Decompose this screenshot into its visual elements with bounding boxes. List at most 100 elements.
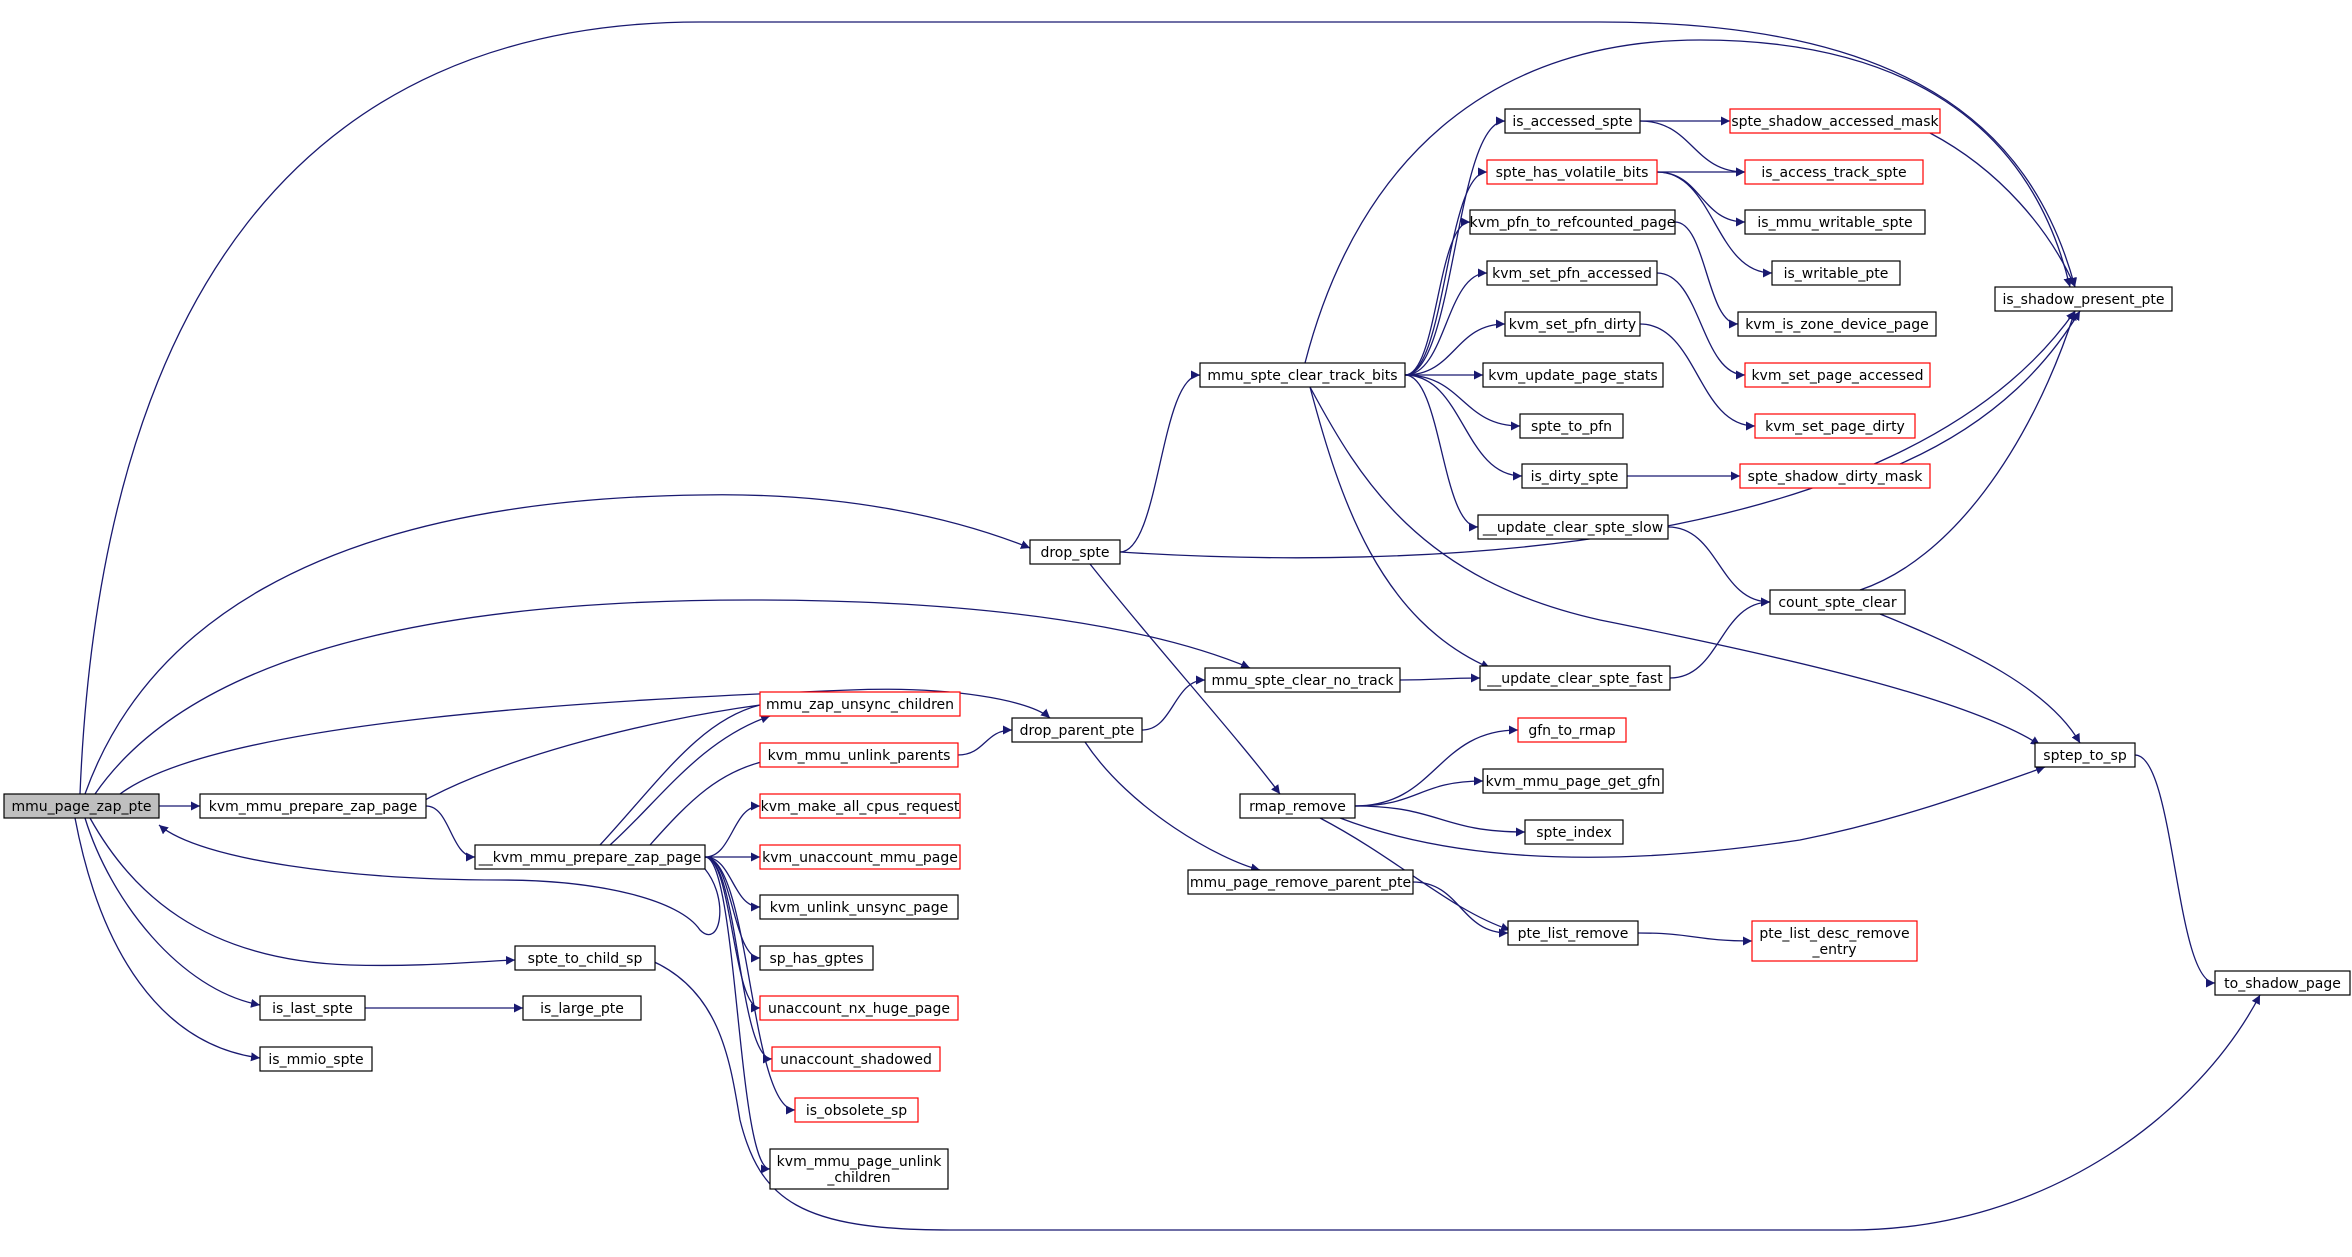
node-label: count_spte_clear [1778,595,1897,611]
node-is-writable-pte[interactable]: is_writable_pte [1771,260,1901,286]
node-kvm-unlink-unsync-page[interactable]: kvm_unlink_unsync_page [759,894,959,920]
node-is-accessed-spte[interactable]: is_accessed_spte [1504,108,1641,134]
node-sp-has-gptes[interactable]: sp_has_gptes [759,945,874,971]
node-rmap-remove[interactable]: rmap_remove [1239,793,1356,819]
node-drop-spte[interactable]: drop_spte [1029,539,1121,565]
edge-kvm-mmu-prepare-zap-page-to-kvm-make-all-cpus-request [704,801,761,858]
edge-mmu-page-zap-pte-to-spte-to-child-sp [89,817,516,967]
node-unaccount-nx-huge-page[interactable]: unaccount_nx_huge_page [759,995,959,1021]
node-box [2214,970,2351,996]
node-update-clear-spte-fast[interactable]: __update_clear_spte_fast [1479,665,1671,691]
node-kvm-pfn-to-refcounted-page[interactable]: kvm_pfn_to_refcounted_page [1469,209,1676,235]
node-is-mmio-spte[interactable]: is_mmio_spte [259,1046,373,1072]
edge-kvm-pfn-to-refcounted-page-to-kvm-is-zone-device-page [1674,221,1739,329]
node-label: is_mmu_writable_spte [1757,215,1912,231]
node-label: kvm_set_pfn_dirty [1509,317,1636,333]
node-label: spte_shadow_accessed_mask [1731,114,1939,130]
node-kvm-unaccount-mmu-page[interactable]: kvm_unaccount_mmu_page [759,844,961,870]
node-label: kvm_mmu_prepare_zap_page [209,799,417,815]
node-box [259,1046,373,1072]
node-kvm-set-pfn-dirty[interactable]: kvm_set_pfn_dirty [1504,311,1641,337]
node-box [1751,920,1918,962]
node-spte-index[interactable]: spte_index [1524,819,1624,845]
node-box [1029,539,1121,565]
node-label: unaccount_shadowed [780,1052,932,1068]
edge-update-clear-spte-fast-to-count-spte-clear [1669,597,1771,679]
node-mmu-page-remove-parent-pte[interactable]: mmu_page_remove_parent_pte [1187,869,1414,895]
node-is-obsolete-sp[interactable]: is_obsolete_sp [794,1097,919,1123]
node-spte-shadow-accessed-mask[interactable]: spte_shadow_accessed_mask [1729,108,1941,134]
edge-mmu-spte-clear-track-bits-to-spte-to-pfn [1404,374,1521,431]
node-kvm-set-page-dirty[interactable]: kvm_set_page_dirty [1754,413,1916,439]
node-label: kvm_is_zone_device_page [1745,317,1929,333]
node-label: mmu_zap_unsync_children [766,697,954,713]
node-box [759,945,874,971]
node-mmu-spte-clear-track-bits[interactable]: mmu_spte_clear_track_bits [1199,362,1406,388]
node-kvm-mmu-page-unlink-children[interactable]: kvm_mmu_page_unlink_children [769,1148,949,1190]
node-kvm-is-zone-device-page[interactable]: kvm_is_zone_device_page [1737,311,1937,337]
node-drop-parent-pte[interactable]: drop_parent_pte [1011,717,1143,743]
node-spte-has-volatile-bits[interactable]: spte_has_volatile_bits [1486,159,1658,185]
edge-mmu-page-zap-pte-to-drop-spte [84,494,1031,795]
node-label: drop_parent_pte [1020,723,1135,739]
node-label: pte_list_remove [1518,926,1629,942]
node-box [1769,589,1906,615]
node-box [3,793,160,819]
edge-rmap-remove-to-kvm-mmu-page-get-gfn [1354,776,1484,807]
node-box [759,742,959,768]
node-label: kvm_mmu_unlink_parents [768,748,951,764]
node-box [1994,286,2173,312]
node-kvm-make-all-cpus-request[interactable]: kvm_make_all_cpus_request [759,793,961,819]
node-sptep-to-sp[interactable]: sptep_to_sp [2034,742,2136,768]
node-box [199,793,427,819]
node-label: kvm_set_page_dirty [1765,419,1905,435]
node-spte-to-child-sp[interactable]: spte_to_child_sp [514,945,656,971]
node-is-mmu-writable-spte[interactable]: is_mmu_writable_spte [1744,209,1926,235]
node-mmu-page-zap-pte[interactable]: mmu_page_zap_pte [3,793,160,819]
node-spte-shadow-dirty-mask[interactable]: spte_shadow_dirty_mask [1739,463,1931,489]
node-label: mmu_page_remove_parent_pte [1190,875,1411,891]
node-layer: mmu_page_zap_pte kvm_mmu_prepare_zap_page… [3,108,2351,1190]
node-to-shadow-page[interactable]: to_shadow_page [2214,970,2351,996]
node-mmu-zap-unsync-children[interactable]: mmu_zap_unsync_children [759,691,961,717]
edge-drop-spte-to-mmu-spte-clear-track-bits [1119,370,1201,553]
node-update-clear-spte-slow[interactable]: __update_clear_spte_slow [1477,514,1669,540]
node-kvm-update-page-stats[interactable]: kvm_update_page_stats [1482,362,1664,388]
node-kvm-mmu-unlink-parents[interactable]: kvm_mmu_unlink_parents [759,742,959,768]
node-box [1517,717,1627,743]
node-box [1479,665,1671,691]
node-box [794,1097,919,1123]
node-spte-to-pfn[interactable]: spte_to_pfn [1519,413,1624,439]
node-label: is_access_track_spte [1761,165,1906,181]
node-unaccount-shadowed[interactable]: unaccount_shadowed [771,1046,941,1072]
edge-mmu-spte-clear-track-bits-to-kvm-set-pfn-accessed [1404,268,1488,376]
node-is-last-spte[interactable]: is_last_spte [259,995,366,1021]
node-box [1204,667,1401,693]
node-kvm-set-page-accessed[interactable]: kvm_set_page_accessed [1744,362,1931,388]
node-kvm-set-pfn-accessed[interactable]: kvm_set_pfn_accessed [1486,260,1658,286]
node-is-access-track-spte[interactable]: is_access_track_spte [1744,159,1924,185]
node-label: kvm_unaccount_mmu_page [762,850,958,866]
edge-kvm-set-pfn-accessed-to-kvm-set-page-accessed [1656,272,1746,380]
node-label: __update_clear_spte_slow [1482,520,1663,536]
node-mmu-spte-clear-no-track[interactable]: mmu_spte_clear_no_track [1204,667,1401,693]
node-kvm-mmu-page-get-gfn[interactable]: kvm_mmu_page_get_gfn [1482,768,1664,794]
node-box [474,844,706,870]
edge-mmu-spte-clear-track-bits-to-update-clear-spte-slow [1404,374,1479,532]
node-label: mmu_spte_clear_no_track [1211,673,1394,689]
node-kvm-mmu-prepare-zap-page[interactable]: __kvm_mmu_prepare_zap_page [474,844,706,870]
node-kvm-mmu-prepare-zap-page[interactable]: kvm_mmu_prepare_zap_page [199,793,427,819]
node-gfn-to-rmap[interactable]: gfn_to_rmap [1517,717,1627,743]
node-count-spte-clear[interactable]: count_spte_clear [1769,589,1906,615]
node-is-shadow-present-pte[interactable]: is_shadow_present_pte [1994,286,2173,312]
node-label: spte_index [1536,825,1612,841]
node-is-large-pte[interactable]: is_large_pte [522,995,642,1021]
node-is-dirty-spte[interactable]: is_dirty_spte [1521,463,1628,489]
node-pte-list-remove[interactable]: pte_list_remove [1507,920,1639,946]
edge-mmu-spte-clear-track-bits-to-update-clear-spte-fast [1309,386,1491,669]
node-pte-list-desc-remove-entry[interactable]: pte_list_desc_remove_entry [1751,920,1918,962]
node-box [1754,413,1916,439]
node-label: is_mmio_spte [268,1052,363,1068]
edge-mmu-page-remove-parent-pte-to-pte-list-remove [1412,881,1509,938]
